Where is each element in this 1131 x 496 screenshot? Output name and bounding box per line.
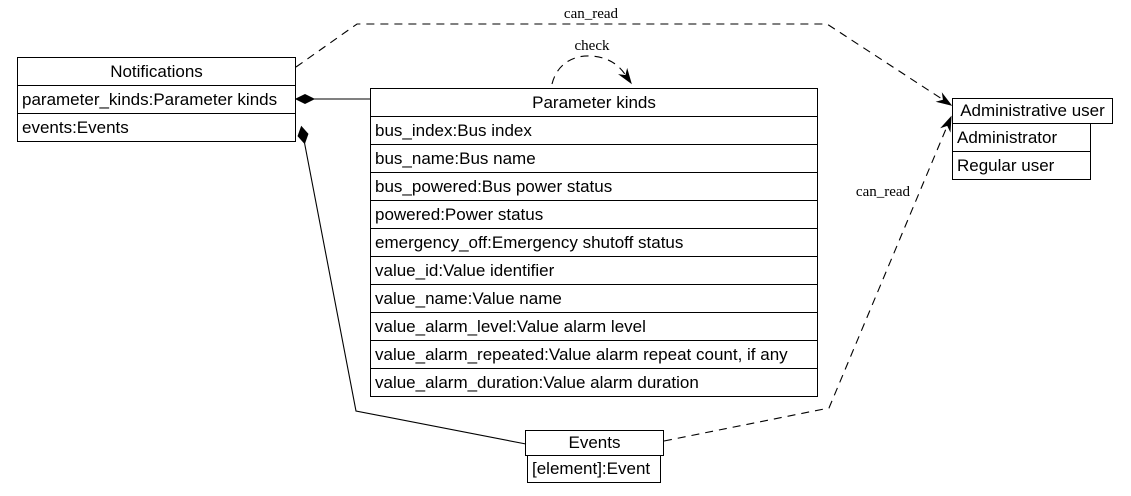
- field-value-id: value_id:Value identifier: [370, 256, 818, 285]
- edge-label-check: check: [575, 38, 610, 54]
- node-administrative-user[interactable]: Administrative user Administrator Regula…: [952, 98, 1115, 180]
- field-emergency-off: emergency_off:Emergency shutoff status: [370, 228, 818, 257]
- field-parameter-kinds: parameter_kinds:Parameter kinds: [17, 85, 296, 114]
- node-events[interactable]: Events [element]:Event: [525, 430, 666, 483]
- field-value-alarm-level: value_alarm_level:Value alarm level: [370, 312, 818, 341]
- field-value-alarm-duration: value_alarm_duration:Value alarm duratio…: [370, 368, 818, 397]
- field-value-name: value_name:Value name: [370, 284, 818, 313]
- edge-label-can-read-lower: can_read: [856, 184, 911, 200]
- edge-label-can-read-top: can_read: [564, 6, 619, 22]
- node-parameter-kinds-title: Parameter kinds: [370, 88, 818, 117]
- node-notifications-title: Notifications: [17, 57, 296, 86]
- field-bus-powered: bus_powered:Bus power status: [370, 172, 818, 201]
- node-administrative-user-title: Administrative user: [952, 98, 1113, 124]
- node-events-title: Events: [525, 430, 664, 456]
- edge-notifications-parameter-kinds: [294, 93, 370, 105]
- field-regular-user: Regular user: [952, 151, 1091, 180]
- field-events: events:Events: [17, 113, 296, 142]
- node-notifications[interactable]: Notifications parameter_kinds:Parameter …: [17, 57, 296, 142]
- arrowhead-icon: [618, 67, 632, 85]
- field-element-event: [element]:Event: [527, 455, 661, 483]
- arrowhead-icon: [940, 115, 952, 133]
- aggregation-diamond-icon: [297, 125, 309, 145]
- node-parameter-kinds[interactable]: Parameter kinds bus_index:Bus index bus_…: [370, 88, 818, 397]
- arrowhead-icon: [935, 92, 953, 106]
- field-administrator: Administrator: [952, 123, 1091, 152]
- field-bus-name: bus_name:Bus name: [370, 144, 818, 173]
- field-value-alarm-repeated: value_alarm_repeated:Value alarm repeat …: [370, 340, 818, 369]
- field-bus-index: bus_index:Bus index: [370, 116, 818, 145]
- aggregation-diamond-icon: [294, 93, 316, 105]
- field-powered: powered:Power status: [370, 200, 818, 229]
- edge-check-loop: check: [551, 38, 632, 85]
